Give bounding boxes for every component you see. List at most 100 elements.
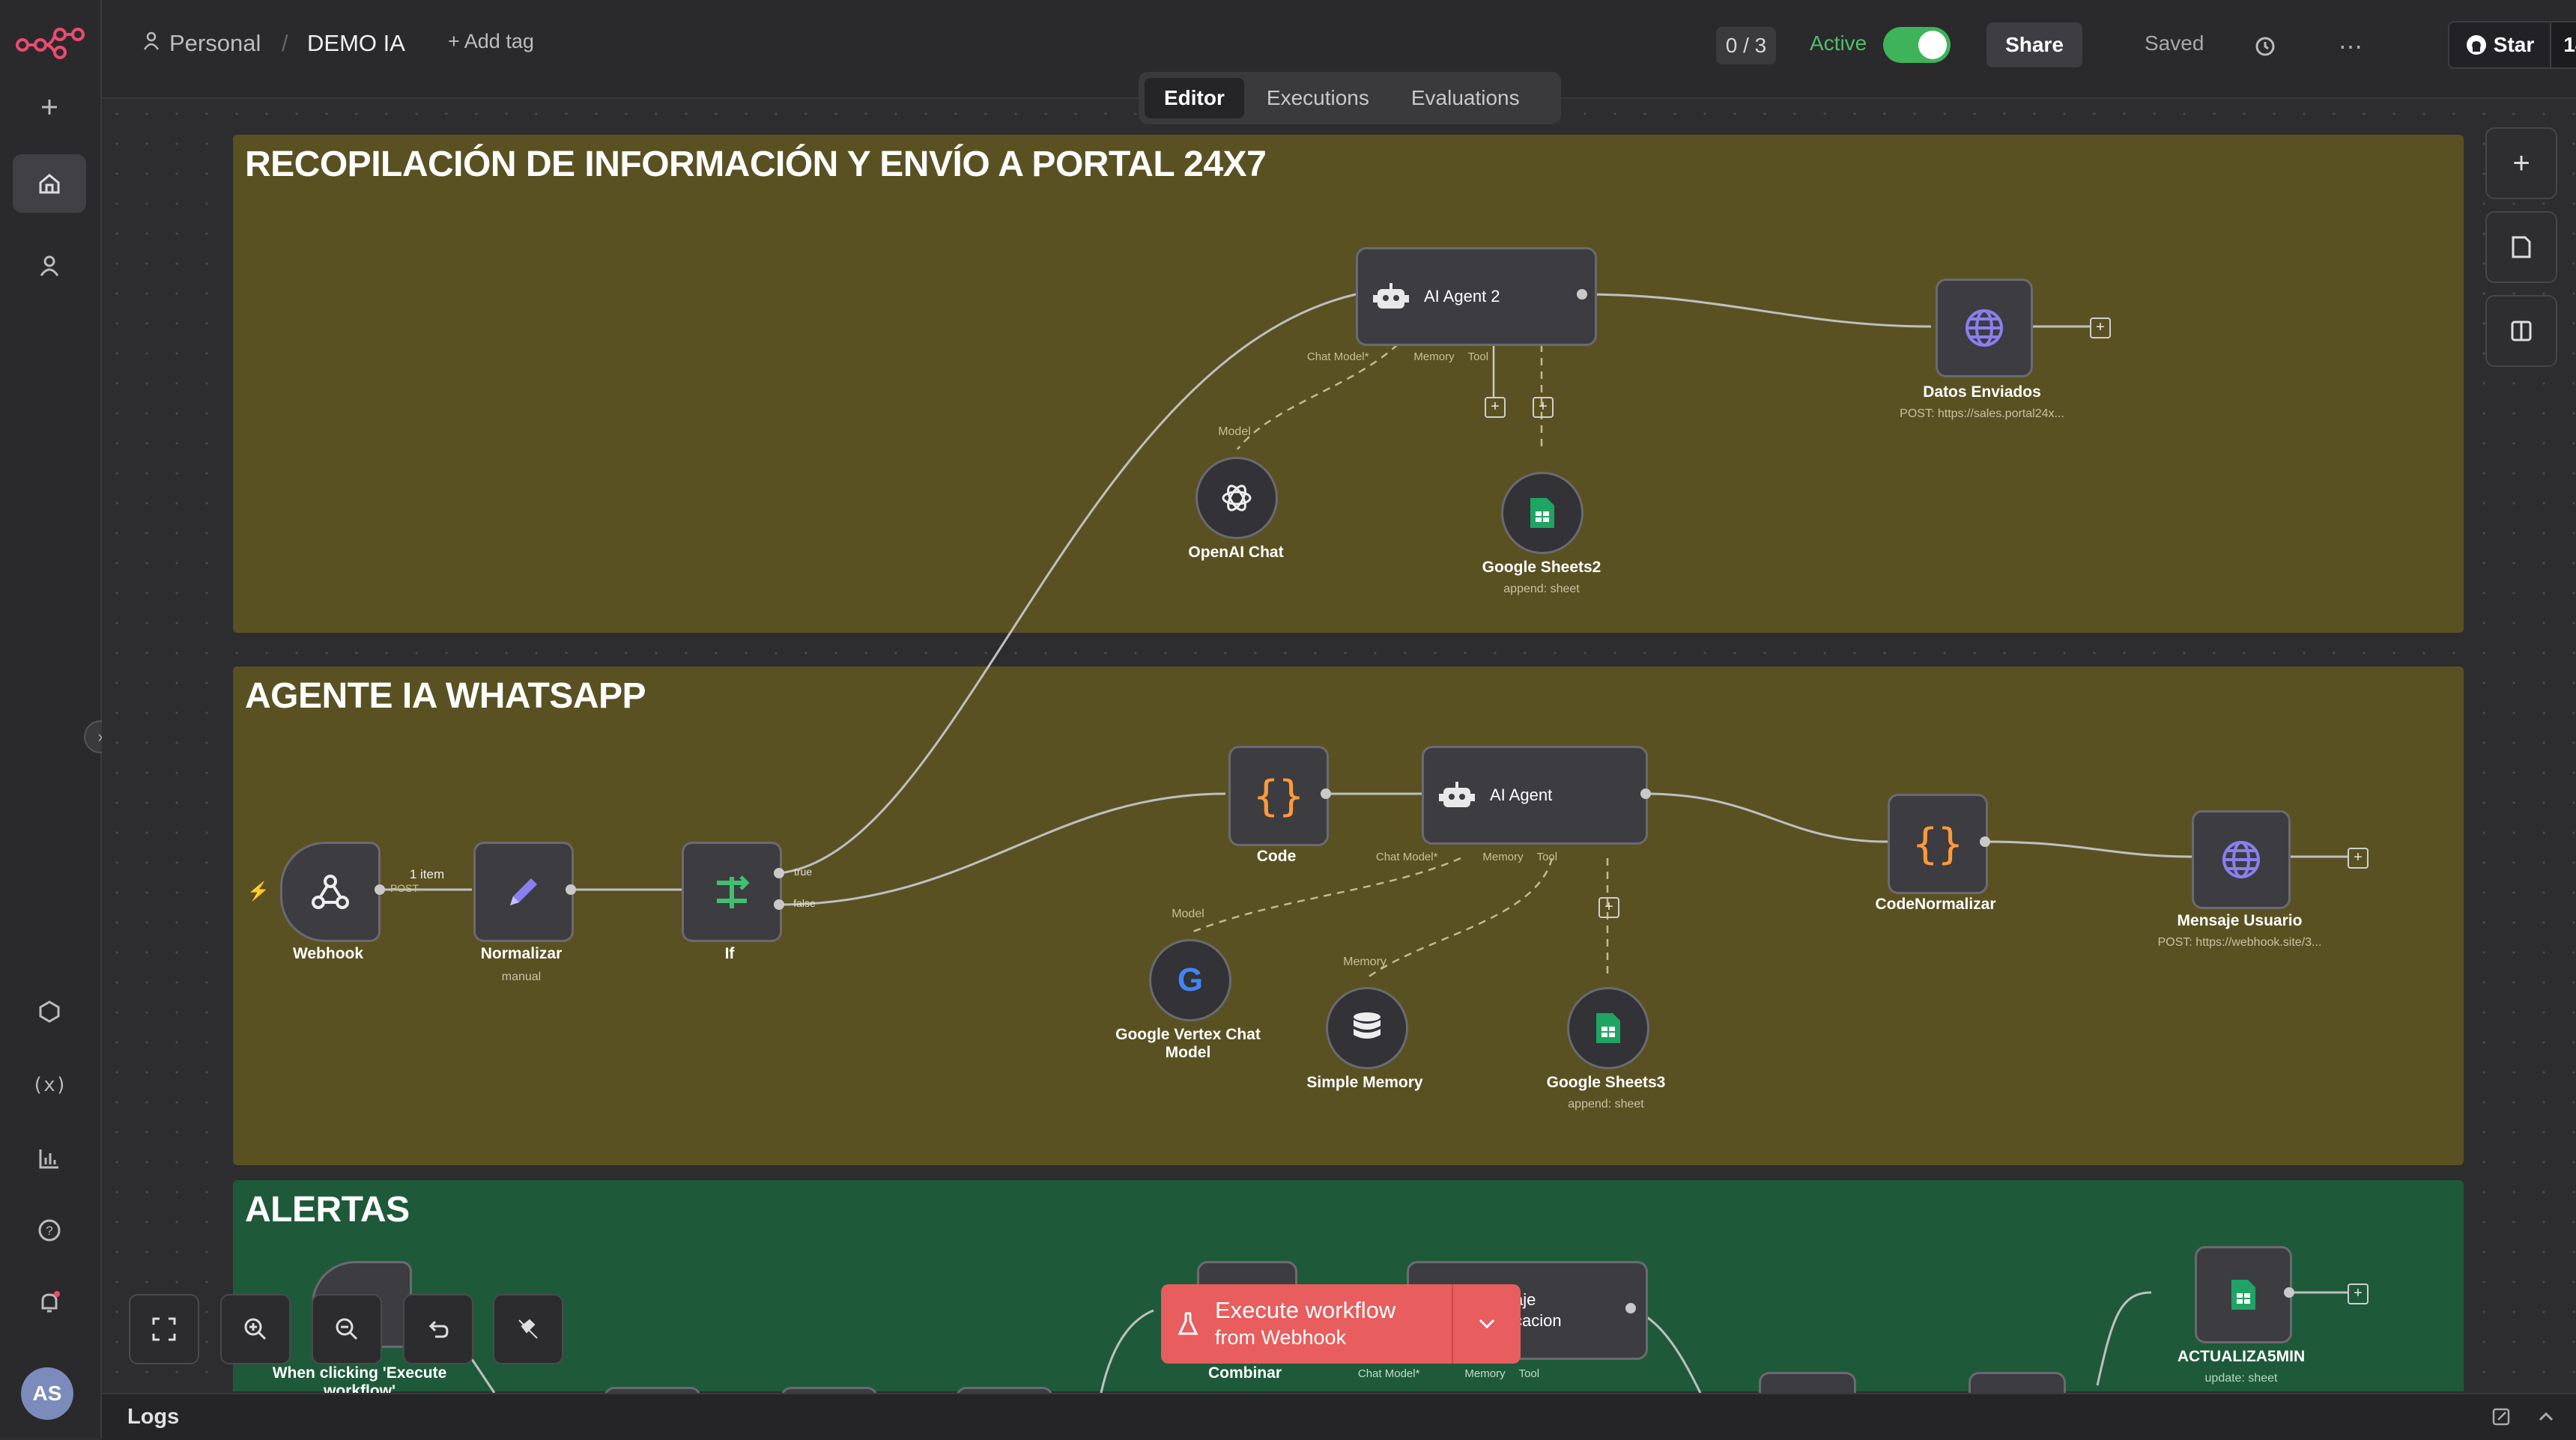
group-title: AGENTE IA WHATSAPP <box>245 676 646 716</box>
node-subtitle: POST: https://sales.portal24x... <box>1900 407 2064 420</box>
workflow-canvas[interactable]: RECOPILACIÓN DE INFORMACIÓN Y ENVÍO A PO… <box>102 99 2576 1391</box>
port-label: Memory <box>1343 956 1387 968</box>
sticky-note-agente[interactable]: AGENTE IA WHATSAPP <box>233 666 2464 1165</box>
node-subtitle: update: sheet <box>2204 1372 2278 1385</box>
popout-icon[interactable] <box>2491 1406 2512 1431</box>
false-label: false <box>793 897 816 909</box>
add-node-icon[interactable]: + <box>2348 1283 2369 1304</box>
output-port[interactable] <box>566 884 576 895</box>
star-label: Star <box>2493 33 2535 56</box>
node-mensaje-usuario[interactable] <box>2192 810 2291 909</box>
workflow-name[interactable]: DEMO IA <box>307 30 405 56</box>
more-options-icon[interactable]: ⋯ <box>2339 33 2363 60</box>
home-icon[interactable] <box>13 154 86 213</box>
node-datos-enviados[interactable] <box>1936 279 2033 377</box>
output-port[interactable] <box>2284 1287 2294 1298</box>
execute-workflow-button[interactable]: Execute workflow from Webhook <box>1161 1284 1521 1364</box>
node-if[interactable] <box>682 842 782 942</box>
trigger-bolt-icon: ⚡ <box>247 881 270 902</box>
node-label: Google Sheets3 <box>1546 1074 1666 1091</box>
panel-toggle-icon[interactable] <box>2485 295 2557 367</box>
node-google-sheets3[interactable] <box>1567 987 1649 1069</box>
sticky-note-recopilacion[interactable]: RECOPILACIÓN DE INFORMACIÓN Y ENVÍO A PO… <box>233 135 2464 633</box>
help-icon[interactable]: ? <box>13 1201 86 1260</box>
node-webhook[interactable] <box>280 842 381 942</box>
user-icon[interactable] <box>13 237 86 295</box>
execute-sublabel: from Webhook <box>1215 1326 1347 1349</box>
add-node-icon[interactable]: + <box>2090 318 2111 338</box>
output-port[interactable] <box>1321 789 1331 799</box>
history-icon[interactable] <box>2244 25 2286 67</box>
add-tag-button[interactable]: + Add tag <box>448 30 534 52</box>
active-toggle[interactable] <box>1883 27 1951 63</box>
n8n-logo[interactable] <box>13 19 88 61</box>
avatar[interactable]: AS <box>21 1367 73 1420</box>
node-title: AI Agent <box>1490 786 1553 804</box>
node-partial[interactable] <box>1969 1372 2066 1397</box>
edge-sub: POST <box>390 882 419 894</box>
tidy-up-icon[interactable] <box>493 1294 563 1364</box>
output-port-true[interactable] <box>774 868 784 878</box>
output-port[interactable] <box>1625 1303 1636 1313</box>
robot-icon <box>1373 283 1409 309</box>
insights-icon[interactable] <box>13 1129 86 1188</box>
output-port[interactable] <box>375 884 385 895</box>
tab-evaluations[interactable]: Evaluations <box>1410 86 1520 109</box>
node-subtitle: append: sheet <box>1568 1098 1644 1111</box>
node-label: Code <box>1256 848 1297 865</box>
fit-view-icon[interactable] <box>129 1294 199 1364</box>
github-star-button[interactable]: Star <box>2448 21 2551 69</box>
node-code[interactable]: {} <box>1228 746 1329 846</box>
share-button[interactable]: Share <box>1986 22 2082 67</box>
output-port[interactable] <box>1640 789 1651 799</box>
add-node-panel-icon[interactable]: + <box>2485 127 2557 199</box>
node-simple-memory[interactable] <box>1326 987 1408 1069</box>
output-port[interactable] <box>1980 836 1990 847</box>
star-count: 142,194 <box>2550 21 2576 69</box>
notifications-icon[interactable] <box>13 1273 86 1331</box>
node-ai-agent[interactable]: AI Agent <box>1422 746 1648 845</box>
tab-executions[interactable]: Executions <box>1266 86 1369 109</box>
group-title: ALERTAS <box>245 1190 410 1230</box>
output-port-false[interactable] <box>774 899 784 910</box>
node-google-sheets2[interactable] <box>1501 472 1584 554</box>
add-tool-icon[interactable]: + <box>1533 397 1554 418</box>
port-label: Model <box>1172 908 1204 920</box>
add-icon[interactable] <box>13 78 86 136</box>
code-braces-icon: {} <box>1912 819 1963 869</box>
output-port[interactable] <box>1577 289 1587 300</box>
node-label: CodeNormalizar <box>1875 896 1996 913</box>
node-code-normalizar[interactable]: {} <box>1888 794 1988 894</box>
evaluation-counter: 0 / 3 <box>1716 27 1776 64</box>
saved-status: Saved <box>2145 31 2204 55</box>
breadcrumb-personal[interactable]: Personal <box>169 30 261 56</box>
zoom-out-icon[interactable] <box>312 1294 382 1364</box>
robot-icon <box>1439 782 1475 807</box>
chevron-up-icon[interactable] <box>2536 1406 2557 1431</box>
sticky-note-icon[interactable] <box>2485 211 2557 283</box>
add-memory-icon[interactable]: + <box>1485 397 1506 418</box>
node-normalizar[interactable] <box>473 842 574 942</box>
chevron-down-icon[interactable] <box>1452 1284 1521 1364</box>
breadcrumb-separator: / <box>282 30 288 56</box>
add-tool-icon[interactable]: + <box>1598 897 1619 918</box>
node-title: aje cacion <box>1514 1290 1562 1330</box>
add-node-icon[interactable]: + <box>2348 848 2369 869</box>
tab-editor[interactable]: Editor <box>1145 78 1244 118</box>
templates-icon[interactable] <box>13 982 86 1041</box>
node-openai-chat[interactable] <box>1195 457 1278 539</box>
node-label: OpenAI Chat <box>1188 544 1284 561</box>
node-actualiza[interactable] <box>2195 1246 2292 1343</box>
variables-icon[interactable]: (x) <box>31 1074 67 1096</box>
node-ai-agent-2[interactable]: AI Agent 2 <box>1356 247 1597 346</box>
node-partial[interactable] <box>1759 1372 1856 1397</box>
node-google-vertex[interactable]: G <box>1149 939 1231 1021</box>
zoom-in-icon[interactable] <box>220 1294 291 1364</box>
webhook-icon <box>312 875 349 909</box>
undo-icon[interactable] <box>403 1294 473 1364</box>
google-sheets-icon <box>2231 1280 2255 1310</box>
logs-panel[interactable]: Logs <box>102 1393 2576 1440</box>
google-sheets-icon <box>1596 1013 1620 1043</box>
